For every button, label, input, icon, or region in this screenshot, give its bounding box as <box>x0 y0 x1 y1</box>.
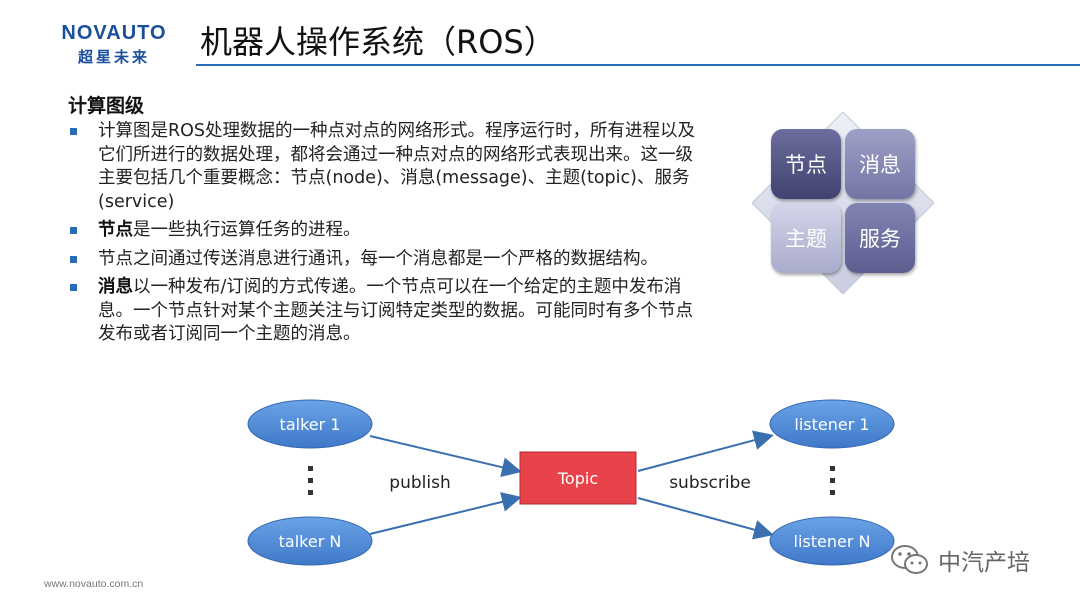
bullet-list: 计算图是ROS处理数据的一种点对点的网络形式。程序运行时，所有进程以及它们所进行… <box>68 120 708 352</box>
bullet-text: 计算图是ROS处理数据的一种点对点的网络形式。程序运行时，所有进程以及它们所进行… <box>98 121 696 212</box>
concept-node-tile: 节点 <box>771 129 841 199</box>
subscribe-label: subscribe <box>669 473 751 493</box>
section-heading: 计算图级 <box>68 95 145 117</box>
wechat-icon <box>891 545 928 574</box>
bullet-item: 消息以一种发布/订阅的方式传递。一个节点可以在一个给定的主题中发布消息。一个节点… <box>68 276 708 347</box>
logo-chinese-name: 超星未来 <box>77 48 150 66</box>
bullet-bold-term: 节点 <box>98 220 133 240</box>
listener-ellipsis <box>830 466 835 495</box>
bullet-item: 计算图是ROS处理数据的一种点对点的网络形式。程序运行时，所有进程以及它们所进行… <box>68 120 708 214</box>
bullet-text: 节点之间通过传送消息进行通讯，每一个消息都是一个严格的数据结构。 <box>98 248 658 269</box>
square-bullet-icon <box>70 128 77 135</box>
company-logo: NOVAUTO 超星未来 <box>58 22 170 67</box>
bullet-text: 是一些执行运算任务的进程。 <box>133 220 361 240</box>
listener-1-label: listener 1 <box>794 415 869 434</box>
publish-label: publish <box>389 473 450 493</box>
talker-1-node <box>247 399 373 449</box>
arrow-topic-to-listenerN <box>637 497 774 540</box>
watermark-text: 中汽产培 <box>938 550 1030 576</box>
concept-matrix: 节点 消息 主题 服务 <box>752 112 934 294</box>
slide-title: 机器人操作系统（ROS） <box>200 23 556 61</box>
arrow-talkerN-to-topic <box>369 492 522 535</box>
listener-n-node <box>769 516 895 566</box>
logo-wordmark: NOVAUTO <box>61 22 167 44</box>
talker-1-label: talker 1 <box>280 415 341 434</box>
watermark: 中汽产培 <box>890 543 1030 577</box>
title-underline <box>196 64 1080 66</box>
talker-n-label: talker N <box>279 532 342 551</box>
footer-url: www.novauto.com.cn <box>44 578 144 590</box>
talker-n-node <box>247 516 373 566</box>
arrow-talker1-to-topic <box>369 435 522 478</box>
concept-message-tile: 消息 <box>845 129 915 199</box>
pubsub-diagram: talker 1 talker N Topic publish subscrib… <box>247 399 895 566</box>
topic-box <box>519 451 637 505</box>
square-bullet-icon <box>70 284 77 291</box>
concept-topic-tile: 主题 <box>771 203 841 273</box>
bullet-bold-term: 消息 <box>98 277 133 297</box>
arrow-topic-to-listener1 <box>637 430 774 472</box>
square-bullet-icon <box>70 227 77 234</box>
listener-n-label: listener N <box>794 532 871 551</box>
concept-service-tile: 服务 <box>845 203 915 273</box>
bullet-item: 节点是一些执行运算任务的进程。 <box>68 219 708 243</box>
talker-ellipsis <box>308 466 313 495</box>
bullet-text: 以一种发布/订阅的方式传递。一个节点可以在一个给定的主题中发布消息。一个节点针对… <box>98 277 693 344</box>
topic-label: Topic <box>557 469 598 488</box>
listener-1-node <box>769 399 895 449</box>
square-bullet-icon <box>70 255 77 263</box>
bullet-item: 节点之间通过传送消息进行通讯，每一个消息都是一个严格的数据结构。 <box>68 248 708 272</box>
